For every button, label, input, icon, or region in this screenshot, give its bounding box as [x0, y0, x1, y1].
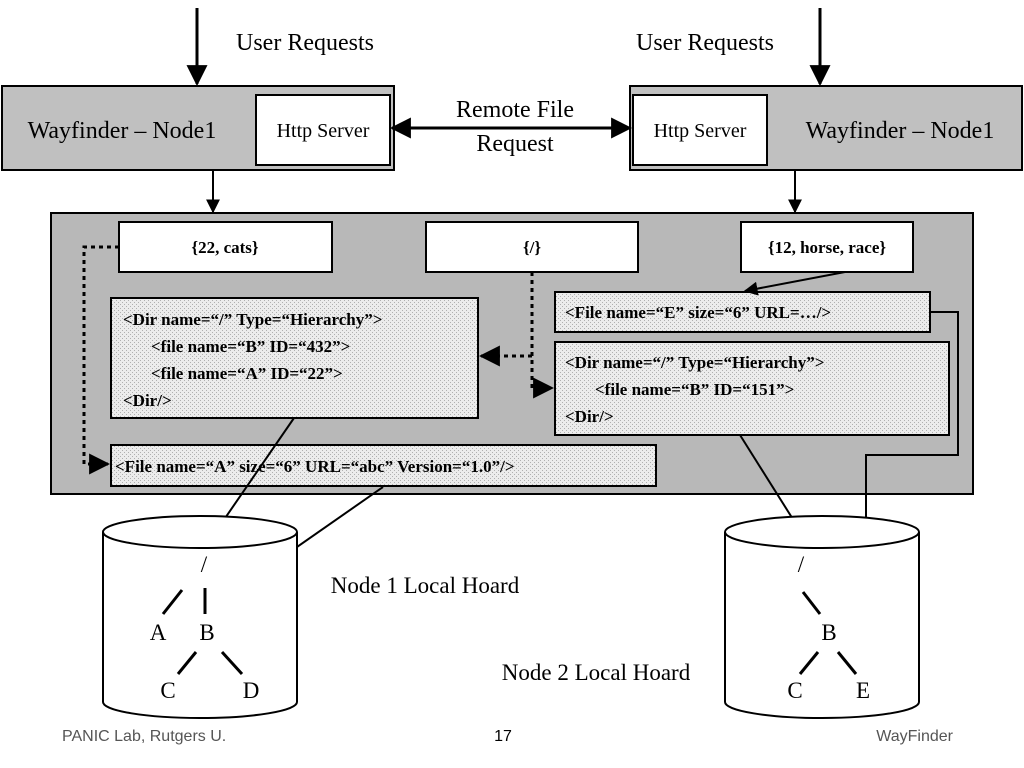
- right-dir-line-2: <file name=“B” ID=“151”>: [595, 380, 794, 399]
- right-hoard-label: Node 2 Local Hoard: [502, 660, 691, 685]
- right-file-xml-text: <File name=“E” size=“6” URL=…/>: [565, 303, 831, 322]
- left-node-title: Wayfinder – Node1: [28, 118, 217, 144]
- right-hoard-node-e: E: [856, 678, 870, 703]
- query-text-root: {/}: [523, 238, 541, 257]
- right-dir-line-1: <Dir name=“/” Type=“Hierarchy”>: [565, 353, 824, 372]
- footer-project-name: WayFinder: [876, 728, 953, 745]
- query-text-cats: {22, cats}: [191, 238, 259, 257]
- left-tree-edge-root-a: [161, 589, 184, 615]
- left-user-requests-label: User Requests: [236, 30, 374, 56]
- right-hoard-cylinder: [724, 515, 920, 719]
- right-http-server-label: Http Server: [654, 120, 747, 142]
- remote-request-label-line2: Request: [476, 131, 554, 157]
- left-dir-xml-box: [110, 297, 479, 419]
- left-hoard-label: Node 1 Local Hoard: [331, 573, 520, 598]
- right-hoard-node-b: B: [821, 620, 836, 645]
- query-box-root: [425, 221, 639, 273]
- right-hoard-node-c: C: [787, 678, 802, 703]
- left-tree-edge-b-d: [220, 650, 244, 676]
- footer-lab-name: PANIC Lab, Rutgers U.: [62, 728, 226, 745]
- left-dir-line-4: <Dir/>: [123, 391, 172, 410]
- left-dir-line-3: <file name=“A” ID=“22”>: [151, 364, 343, 383]
- right-tree-edge-root-b: [801, 591, 822, 615]
- right-file-xml-box: [554, 291, 931, 333]
- left-hoard-node-c: C: [160, 678, 175, 703]
- root-query-to-right-dir-dotted-arrow: [530, 272, 555, 399]
- left-tree-edge-b-c: [176, 651, 198, 675]
- left-http-server-label: Http Server: [277, 120, 370, 142]
- left-hoard-node-d: D: [243, 678, 260, 703]
- right-http-server-box: [632, 94, 768, 166]
- right-hoard-root: /: [798, 552, 805, 577]
- right-dir-xml-box: [554, 341, 950, 436]
- left-file-xml-box: [110, 444, 657, 487]
- query-box-cats: [118, 221, 333, 273]
- right-node-title: Wayfinder – Node1: [806, 118, 995, 144]
- left-dir-line-1: <Dir name=“/” Type=“Hierarchy”>: [123, 310, 382, 329]
- right-dir-line-3: <Dir/>: [565, 407, 614, 426]
- right-tree-edge-b-e: [836, 651, 858, 675]
- left-hoard-root: /: [201, 552, 208, 577]
- left-hoard-cylinder: [102, 515, 298, 719]
- left-http-server-box: [255, 94, 391, 166]
- left-file-xml-text: <File name=“A” size=“6” URL=“abc” Versio…: [115, 457, 515, 476]
- cats-to-file-dotted-arrow: [82, 245, 119, 475]
- query-box-horse-race: [740, 221, 914, 273]
- query-text-horse-race: {12, horse, race}: [768, 238, 886, 257]
- left-hoard-node-a: A: [150, 620, 167, 645]
- right-tree-edge-b-c: [798, 651, 820, 675]
- left-hoard-node-b: B: [199, 620, 214, 645]
- horse-query-to-right-file-arrow: [743, 271, 846, 296]
- left-dir-line-2: <file name=“B” ID=“432”>: [151, 337, 350, 356]
- right-user-requests-label: User Requests: [636, 30, 774, 56]
- footer-page-number: 17: [494, 728, 512, 745]
- remote-request-label-line1: Remote File: [456, 97, 574, 123]
